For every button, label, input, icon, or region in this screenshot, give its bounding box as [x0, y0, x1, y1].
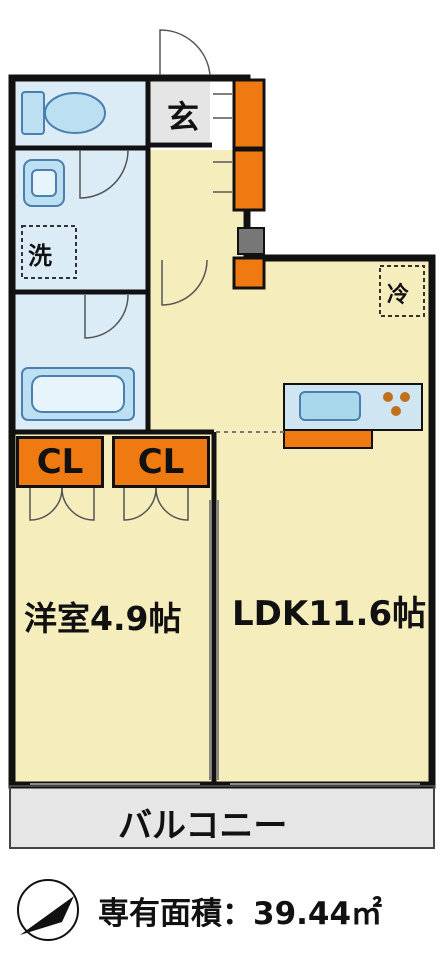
toilet-fixture [21, 91, 106, 135]
western-room-fill [14, 432, 214, 782]
door-swings [29, 29, 232, 521]
shoe-storage-top [232, 78, 266, 150]
entrance-fill [148, 80, 210, 142]
fridge-area [379, 265, 425, 317]
closet-1: CL [16, 436, 104, 488]
bathtub-fixture [21, 367, 135, 421]
western-room-label: 洋室4.9帖 [24, 599, 182, 638]
balcony-fill [10, 785, 434, 848]
sink-fixture [23, 159, 65, 207]
balcony-outline [9, 785, 435, 849]
kitchen-counter [283, 383, 423, 449]
shoe-storage-low [232, 256, 266, 290]
closet-2: CL [112, 436, 210, 488]
fridge-label: 冷 [387, 283, 410, 308]
washer-area [21, 225, 77, 279]
sliding-door [209, 500, 219, 780]
washer-label: 洗 [28, 242, 52, 270]
compass-icon [17, 879, 79, 941]
shoe-storage-mid [232, 148, 266, 212]
area-label: 専有面積：39.44㎡ [98, 896, 383, 932]
hallway-fill [148, 150, 243, 262]
utility-box [237, 227, 265, 255]
balcony-label: バルコニー [118, 806, 288, 846]
entrance-label: 玄 [167, 98, 200, 136]
interior-walls [12, 78, 217, 785]
ldk-label: LDK11.6帖 [232, 594, 427, 634]
